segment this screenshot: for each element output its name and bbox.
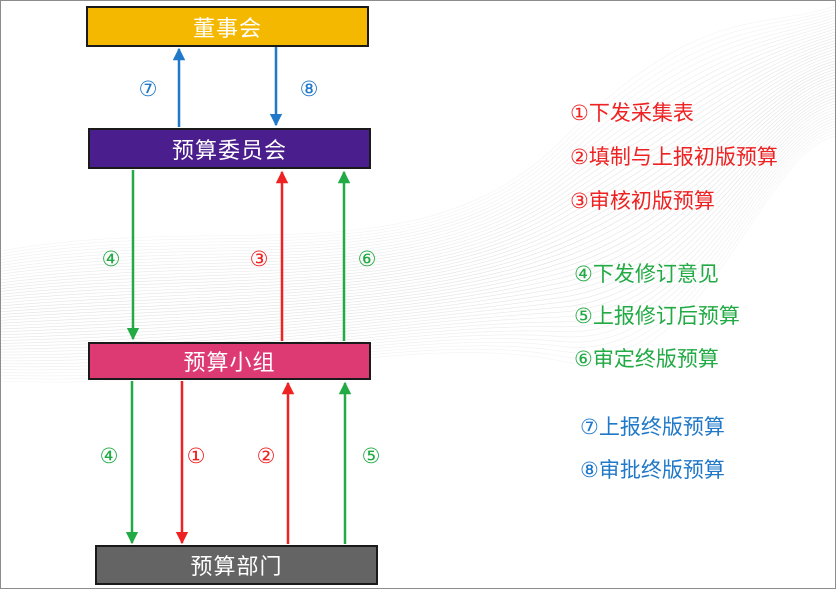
background-wave-line [1,95,835,341]
background-wave-line [1,49,835,295]
background-wave-line [1,43,835,289]
legend-item: ⑤上报修订后预算 [574,304,740,328]
background-wave-line [1,98,835,344]
budget-committee-box: 预算委员会 [88,128,371,169]
legend-item: ③审核初版预算 [570,189,715,213]
budget-committee-label: 预算委员会 [171,138,287,164]
board-box: 董事会 [86,6,369,47]
budget-group-label: 预算小组 [183,351,276,376]
budget-dept-label: 预算部门 [190,555,283,580]
label-dept-to-group-revised: ⑤ [361,444,381,468]
legend-item: ⑦上报终版预算 [580,415,725,439]
budget-group-box: 预算小组 [88,342,371,380]
background-wave-line [1,8,835,255]
label-group-to-committee-review: ③ [249,247,269,271]
background-wave-line [1,5,835,252]
background-wave-line [1,86,835,333]
background-wave-line [1,101,835,347]
background-wave-line [1,72,835,318]
background-wave-line [1,75,835,321]
background-wave-line [1,77,835,324]
background-wave-line [1,14,835,260]
background-wave-line [1,25,835,272]
label-committee-to-group: ④ [101,247,121,271]
background-wave-line [1,11,835,258]
board-label: 董事会 [192,16,262,42]
background-wave-line [1,51,835,298]
legend-item: ④下发修订意见 [574,262,719,286]
background-wave-line [1,89,835,336]
legend-item: ②填制与上报初版预算 [570,145,778,169]
label-group-to-dept-revise: ④ [99,444,119,468]
background-wave-line [1,37,835,284]
background-wave-line [1,54,835,301]
legend-item: ①下发采集表 [570,101,694,125]
background-wave-line [1,46,835,292]
background-wave-line [1,23,835,269]
background-wave-line [1,69,835,315]
background-wave-line [1,60,835,307]
label-group-to-committee-final: ⑥ [357,247,377,271]
budget-dept-box: 预算部门 [95,545,378,585]
background-wave-line [1,17,835,263]
background-wave-line [1,80,835,327]
background-wave-line [1,63,835,310]
label-group-to-dept-issue: ① [186,444,206,468]
legend-item: ⑧审批终版预算 [580,458,725,482]
label-dept-to-group-draft: ② [256,444,276,468]
background-wave-line [1,83,835,330]
background-wave-line [1,92,835,338]
background-wave-line [1,103,835,350]
background-wave-line [1,34,835,281]
background-wave-line [1,28,835,275]
label-up-to-board: ⑦ [138,77,158,101]
label-down-from-board: ⑧ [299,77,319,101]
background-wave-line [1,31,835,278]
background-wave-line [1,57,835,304]
background-wave-line [1,20,835,266]
background-wave-line [1,66,835,312]
background-wave-line [1,40,835,286]
legend-item: ⑥审定终版预算 [574,347,719,371]
